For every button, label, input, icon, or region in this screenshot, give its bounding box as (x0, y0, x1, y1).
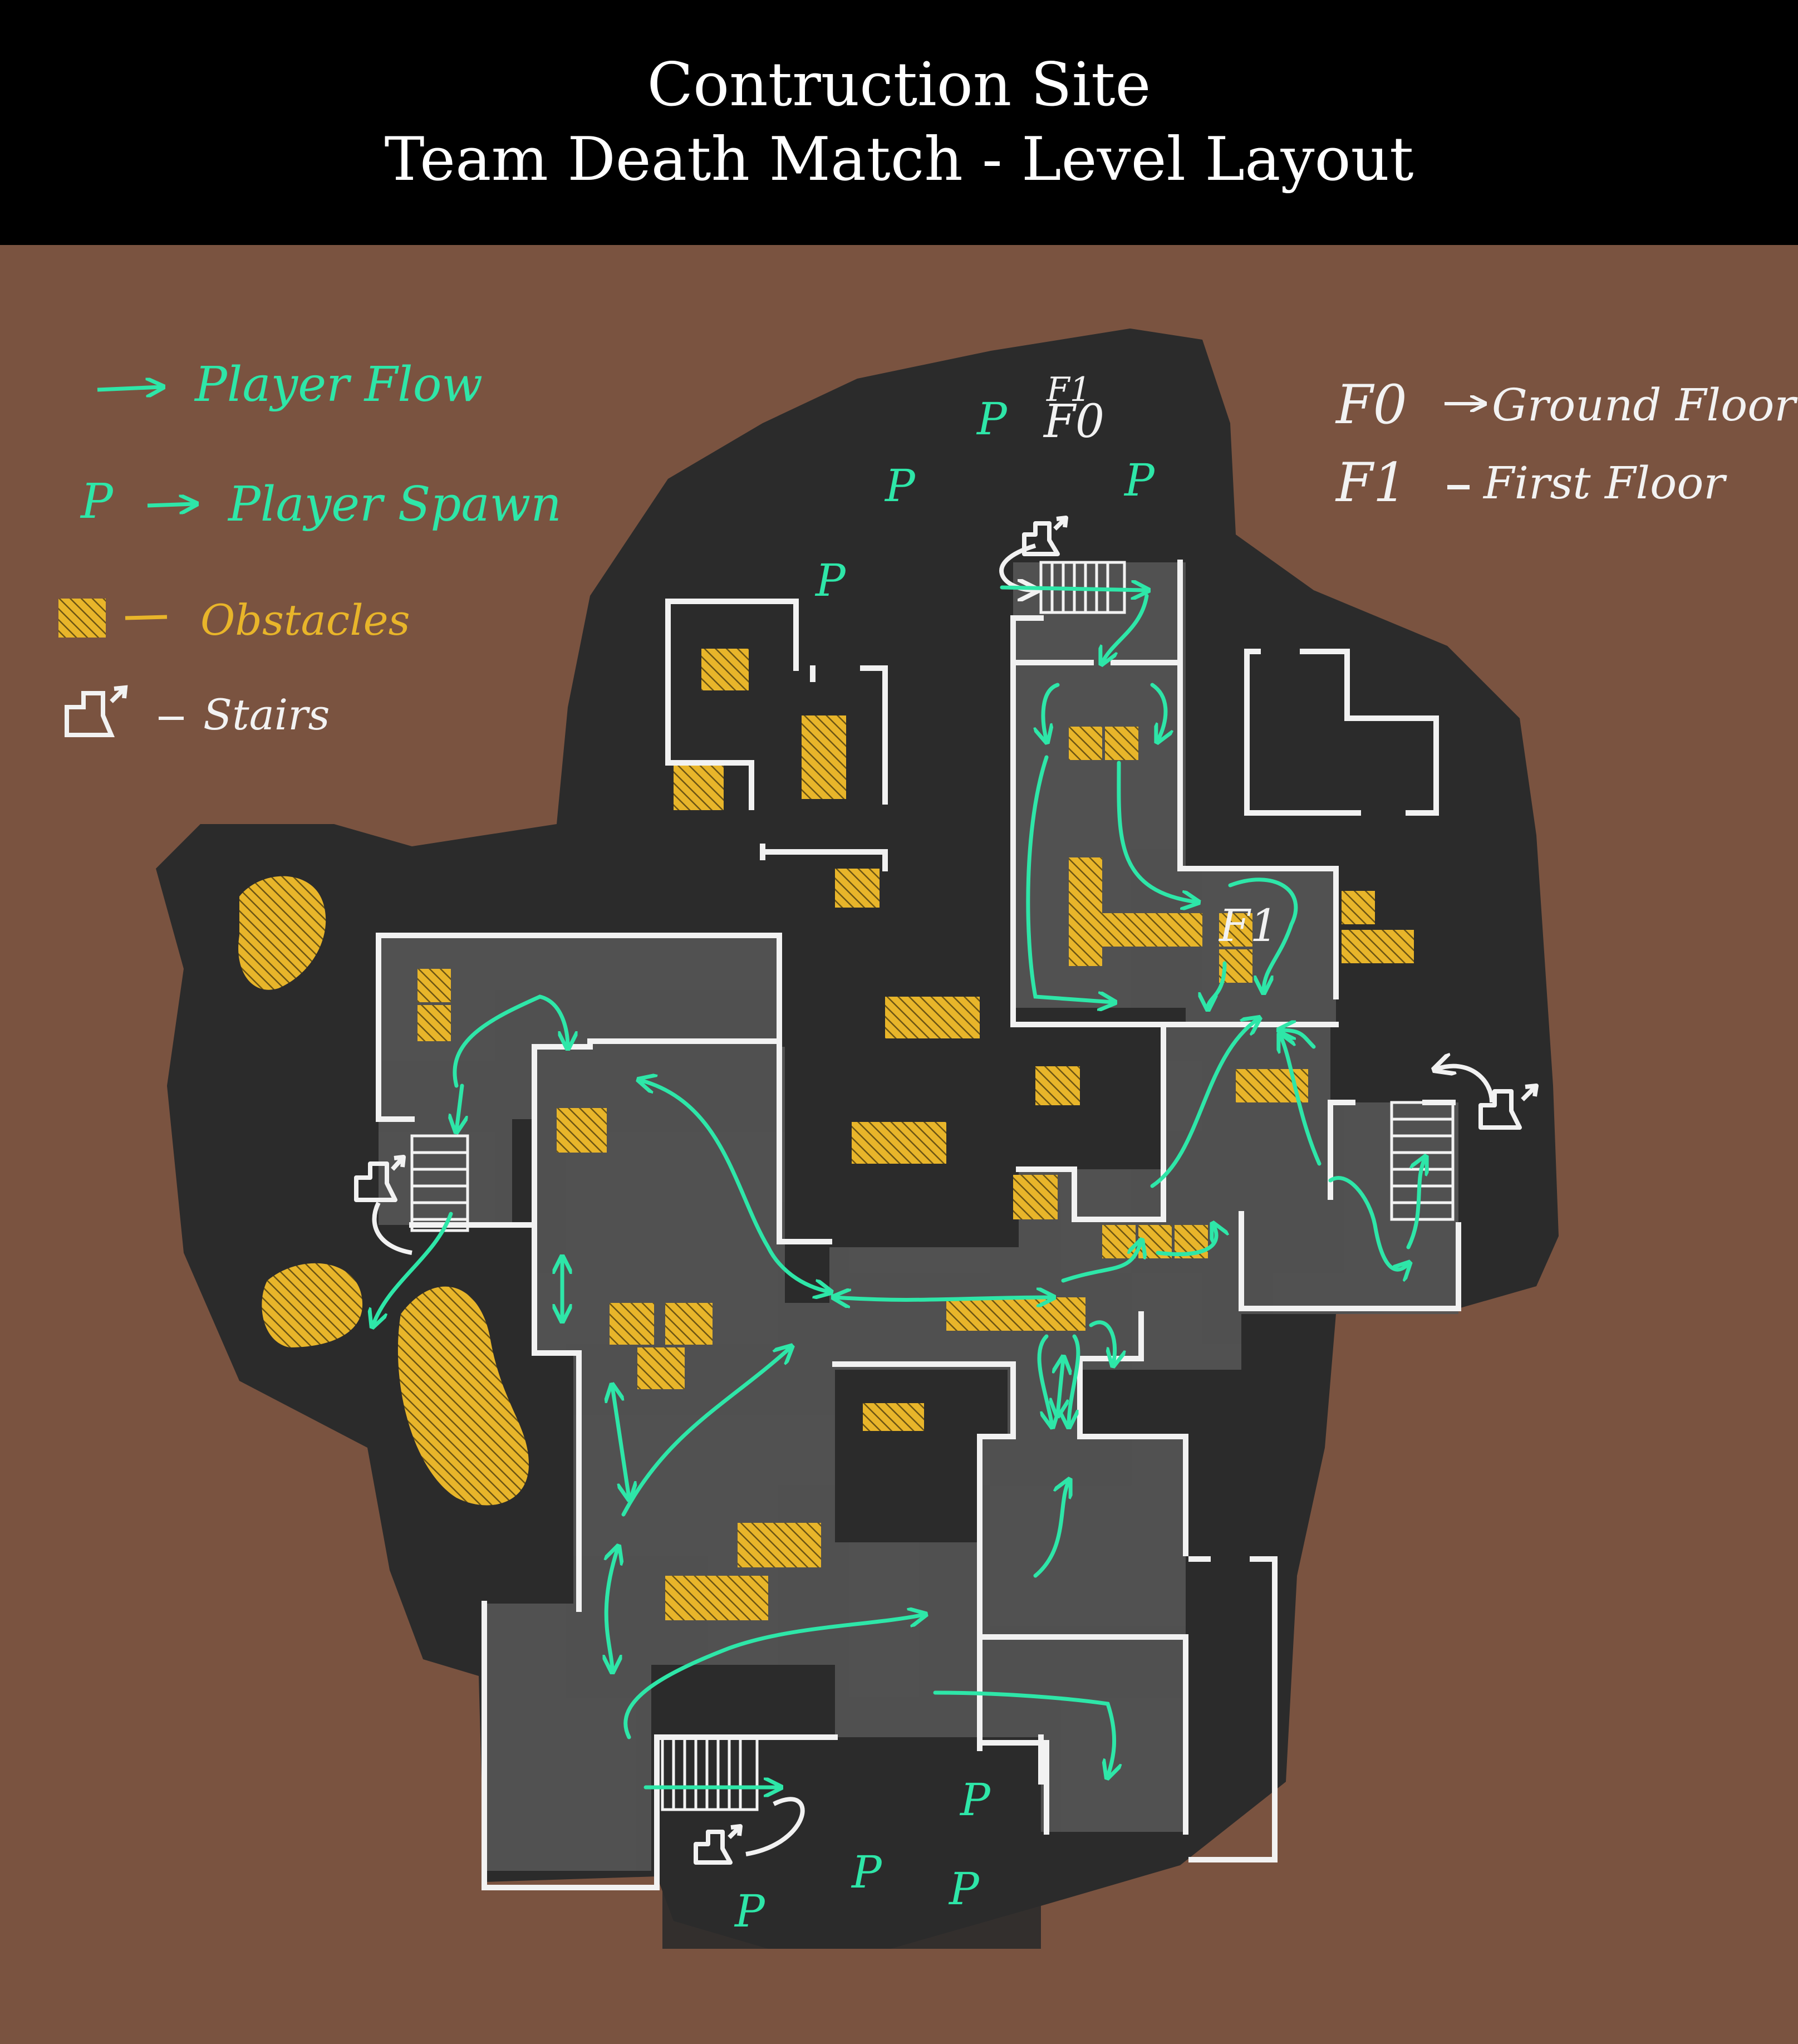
stairs (410, 561, 1455, 1811)
obstacle (802, 715, 846, 754)
floor-label-f1-top: F1 (1046, 370, 1091, 409)
spawn-marker: P (884, 460, 916, 512)
obstacle (238, 876, 326, 990)
obstacle (1169, 913, 1202, 947)
obstacle (1069, 894, 1102, 930)
obstacle (1013, 1297, 1085, 1331)
obstacle-swatch (58, 599, 106, 638)
obstacle (665, 1303, 713, 1345)
obstacle (1035, 1066, 1080, 1105)
obstacle (701, 649, 749, 690)
obstacles (238, 649, 1414, 1620)
flow-arrow-icon (97, 387, 161, 390)
level-layout-map: P P P P P P P P F1 F0 F1 Player Flow P P… (58, 329, 1798, 1949)
spawn-marker: P (959, 1774, 991, 1826)
obstacle (738, 1523, 821, 1567)
floor-key-f0-label: Ground Floor (1492, 379, 1798, 431)
obstacle (417, 1005, 451, 1041)
obstacle (262, 1263, 363, 1347)
obstacle (417, 969, 451, 1002)
obstacle (1069, 930, 1102, 966)
stairs-icon (1022, 516, 1068, 556)
map-title: Contruction Site (647, 50, 1151, 120)
obstacle (885, 997, 980, 1038)
obstacle (852, 1122, 946, 1164)
floor-label-f1-mid: F1 (1218, 900, 1278, 952)
obstacle (1136, 913, 1169, 947)
legend-player-flow: Player Flow (194, 357, 483, 413)
obstacle (1342, 891, 1375, 924)
obstacle (1219, 913, 1252, 947)
obstacle (397, 1286, 529, 1506)
obstacle (1069, 857, 1102, 894)
obstacle (1342, 930, 1414, 963)
stairs-left (410, 1134, 469, 1232)
title-banner: Contruction Site Team Death Match - Leve… (0, 0, 1798, 245)
stairs-bottom (661, 1736, 759, 1811)
legend-stairs: Stairs (203, 690, 330, 739)
obstacle (637, 1347, 685, 1389)
floor-key-f0-code: F0 (1335, 374, 1407, 436)
player-flow-arrows (373, 587, 1425, 1787)
stairs-icon (694, 1824, 743, 1865)
map-floor-labels: F1 F0 F1 (1043, 370, 1278, 952)
obstacle (1102, 1225, 1136, 1258)
stairs-legend-icon (65, 685, 128, 737)
obstacle (835, 869, 880, 908)
floor-key-f1-code: F1 (1335, 452, 1407, 514)
obstacle (1069, 727, 1102, 760)
stairs-icon (354, 1155, 406, 1202)
spawn-marker: P (1123, 454, 1155, 506)
floor-key: F0 Ground Floor F1 First Floor (1335, 374, 1798, 514)
obstacle (610, 1303, 654, 1345)
legend-obstacles: Obstacles (200, 595, 410, 645)
spawn-marker: P (976, 393, 1008, 445)
obstacle (863, 1403, 924, 1431)
spawn-marker: P (814, 555, 846, 606)
spawn-arrow-icon (147, 504, 195, 506)
obstacle (557, 1108, 607, 1153)
floor-label-f0-top: F0 (1043, 395, 1104, 448)
obstacle (665, 1576, 768, 1620)
spawn-marker: P (734, 1885, 765, 1937)
obstacle (1013, 1175, 1058, 1219)
legend: Player Flow P Player Spawn Obstacles Sta… (58, 357, 562, 739)
obstacle-arrow-icon (125, 615, 168, 620)
obstacle (1102, 913, 1136, 947)
spawn-markers: P P P P P P P P (734, 393, 1155, 1937)
stairs-icon (1478, 1084, 1539, 1130)
obstacle (1105, 727, 1138, 760)
obstacle (946, 1297, 1013, 1331)
spawn-marker: P (851, 1846, 882, 1898)
spawn-marker: P (948, 1863, 980, 1915)
map-subtitle: Team Death Match - Level Layout (384, 125, 1414, 194)
obstacle (802, 754, 846, 799)
floor-key-f1-label: First Floor (1482, 457, 1727, 509)
obstacle (674, 766, 724, 810)
legend-spawn-symbol: P (80, 474, 114, 530)
legend-spawn-label: Player Spawn (227, 477, 562, 532)
